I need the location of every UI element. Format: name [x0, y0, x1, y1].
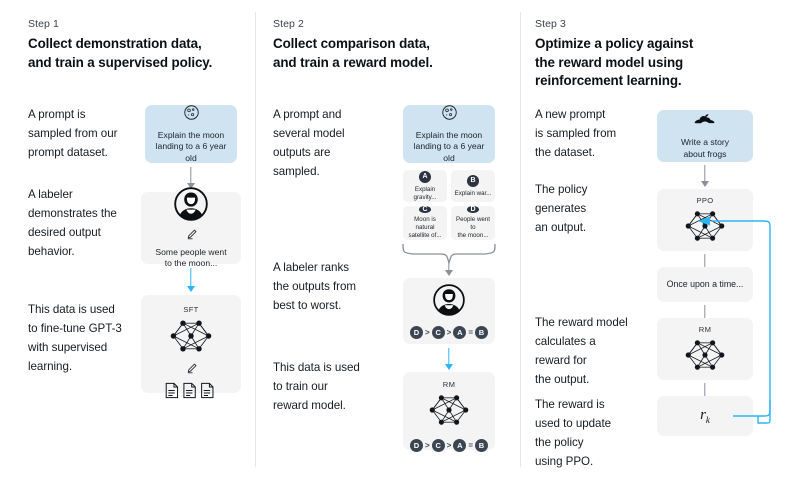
- rank-rm-item-5: =: [468, 441, 473, 450]
- step-title-3: Optimize a policy against the reward mod…: [535, 35, 780, 91]
- step-title-2-line1: Collect comparison data,: [273, 36, 430, 51]
- step-title-3-line3: reinforcement learning.: [535, 73, 682, 88]
- paragraph-3-2: The policy generates an output.: [535, 183, 588, 234]
- option-badge-b: B: [467, 174, 479, 187]
- rank-item-4: A: [453, 325, 467, 339]
- labeler-avatar-icon: [433, 283, 465, 321]
- neural-net-icon: [682, 207, 728, 250]
- column-divider-1: [255, 12, 256, 467]
- sft-model-box-1[interactable]: SFT: [141, 295, 241, 399]
- rm-model-box-2[interactable]: RM: [403, 372, 495, 452]
- frog-icon: [694, 112, 716, 132]
- rank-rm-item-6: B: [475, 439, 488, 452]
- generated-output-box-3[interactable]: Once upon a time...: [657, 267, 753, 302]
- rank-item-5: =: [468, 327, 473, 337]
- reward-symbol: rk: [700, 407, 710, 425]
- step-title-2-line2: and train a reward model.: [273, 54, 433, 70]
- labeler-avatar-icon: [174, 186, 208, 226]
- paragraph-1-3: This data is used to fine-tune GPT-3 wit…: [28, 303, 122, 373]
- arrow-1-2: [182, 268, 200, 292]
- step-title-1-line1: Collect demonstration data,: [28, 36, 202, 51]
- rank-rm-item-2: C: [431, 439, 445, 452]
- paragraph-2-2: A labeler ranks the outputs from best to…: [273, 261, 356, 312]
- moon-icon: [441, 104, 458, 126]
- option-badge-a: A: [419, 170, 431, 183]
- rank-item-1: >: [424, 327, 430, 337]
- step-label-2: Step 2: [273, 18, 304, 30]
- step-title-2: Collect comparison data, and train a rew…: [273, 35, 503, 72]
- column-divider-2: [520, 12, 521, 467]
- neural-net-icon: [426, 391, 472, 434]
- step-label-3: Step 3: [535, 18, 566, 30]
- rank-item-6: B: [475, 325, 488, 339]
- ranking-row-labeler: D > C > A = B: [409, 325, 488, 339]
- rm-model-box-3[interactable]: RM: [657, 318, 753, 380]
- reward-box-3[interactable]: rk: [657, 396, 753, 436]
- neural-net-icon: [682, 336, 728, 379]
- rank-item-0: D: [409, 325, 423, 339]
- option-text-a: Explain gravity...: [413, 185, 437, 201]
- labeler-rank-box-2[interactable]: D > C > A = B: [403, 278, 495, 344]
- paragraph-1-2: A labeler demonstrates the desired outpu…: [28, 188, 117, 258]
- option-card-c[interactable]: C Moon is natural satellite of...: [403, 206, 447, 240]
- step-title-1: Collect demonstration data, and train a …: [28, 35, 248, 72]
- step-title-3-line2: the reward model using: [535, 54, 684, 70]
- pencil-icon: [185, 228, 198, 246]
- rank-rm-item-1: >: [424, 441, 430, 450]
- ppo-model-box-3[interactable]: PPO: [657, 189, 753, 251]
- rank-rm-item-3: >: [446, 441, 452, 450]
- step-title-3-line1: Optimize a policy against: [535, 36, 694, 51]
- prompt-box-2[interactable]: Explain the moon landing to a 6 year old: [403, 105, 495, 163]
- prompt-box-2-caption: Explain the moon landing to a 6 year old: [413, 129, 485, 163]
- ppo-tag: PPO: [696, 196, 714, 205]
- labeler-demo-box-1[interactable]: Some people went to the moon...: [141, 186, 241, 268]
- rank-rm-item-0: D: [409, 439, 423, 452]
- column-step-3: Step 3 Optimize a policy against the rew…: [520, 0, 788, 479]
- option-card-b[interactable]: B Explain war...: [451, 170, 495, 202]
- arrow-1-1: [182, 167, 200, 189]
- prompt-box-1-caption: Explain the moon landing to a 6 year old: [155, 129, 227, 163]
- rm-tag-2: RM: [442, 380, 456, 389]
- step-title-1-line2: and train a supervised policy.: [28, 54, 213, 70]
- paragraph-3-3: The reward model calculates a reward for…: [535, 316, 628, 386]
- neural-net-icon: [167, 316, 215, 361]
- sft-tag: SFT: [183, 305, 199, 314]
- prompt-box-3[interactable]: Write a story about frogs: [657, 110, 753, 162]
- option-badge-d: D: [467, 206, 479, 213]
- pencil-icon: [185, 362, 198, 380]
- rank-item-2: C: [431, 325, 445, 339]
- rank-item-3: >: [446, 327, 452, 337]
- option-card-d[interactable]: D People went to the moon...: [451, 206, 495, 240]
- paragraph-3-4: The reward is used to update the policy …: [535, 398, 612, 468]
- rm-tag-3: RM: [698, 325, 712, 334]
- prompt-box-1[interactable]: Explain the moon landing to a 6 year old: [145, 105, 237, 163]
- generated-output-caption: Once upon a time...: [666, 278, 744, 289]
- paragraph-2-1: A prompt and several model outputs are s…: [273, 108, 345, 178]
- step-label-1: Step 1: [28, 18, 59, 30]
- arrow-2-2: [440, 348, 458, 370]
- option-text-b: Explain war...: [454, 189, 492, 197]
- option-text-c: Moon is natural satellite of...: [408, 216, 442, 239]
- paragraph-1-1: A prompt is sampled from our prompt data…: [28, 108, 118, 159]
- option-text-d: People went to the moon...: [455, 216, 491, 239]
- arrow-3-1: [696, 165, 714, 187]
- ranking-row-rm: D > C > A = B: [409, 439, 488, 452]
- labeler-demo-caption-1: Some people went to the moon...: [155, 246, 227, 269]
- paragraph-3-1: A new prompt is sampled from the dataset…: [535, 108, 617, 159]
- column-step-2: Step 2 Collect comparison data, and trai…: [255, 0, 520, 479]
- prompt-box-3-caption: Write a story about frogs: [680, 137, 730, 159]
- rank-rm-item-4: A: [453, 439, 467, 452]
- documents-icon: [164, 382, 218, 404]
- option-card-a[interactable]: A Explain gravity...: [403, 170, 447, 202]
- arrow-2-1: [440, 262, 458, 276]
- option-badge-c: C: [419, 206, 431, 213]
- paragraph-2-3: This data is used to train our reward mo…: [273, 361, 360, 412]
- moon-icon: [183, 104, 200, 126]
- column-step-1: Step 1 Collect demonstration data, and t…: [0, 0, 255, 479]
